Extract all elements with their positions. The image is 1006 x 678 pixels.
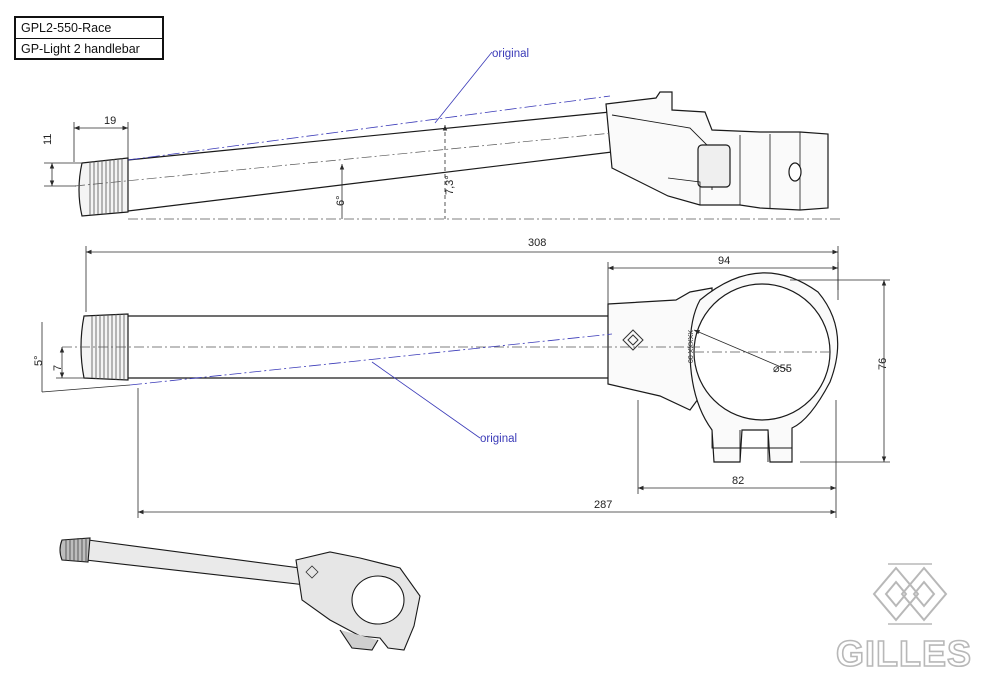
iso-logo-icon	[305, 565, 319, 579]
dim-clamp-diameter	[693, 329, 789, 371]
dim-reach-length-value: 287	[594, 499, 612, 511]
dim-angle-small-value: 5°	[33, 355, 45, 366]
side-view-bar-bottom	[127, 151, 613, 212]
part-number: GPL2-550-Race	[21, 21, 112, 35]
side-view	[78, 91, 829, 217]
dim-reach-length	[137, 388, 837, 518]
part-description: GP-Light 2 handlebar	[16, 38, 162, 59]
clamp-engraving: XXXXX 00	[686, 330, 693, 363]
dim-angle-original-value: 7,3°	[444, 175, 456, 195]
dim-clamp-diameter-value: ⌀55	[773, 363, 792, 375]
dim-clamp-height	[790, 279, 890, 463]
dim-clamp-height-value: 76	[877, 358, 889, 370]
side-view-bar-top	[127, 111, 611, 161]
gilles-emblem-icon	[872, 563, 948, 625]
dim-clamp-width-value: 94	[718, 255, 730, 267]
gilles-logo: GILLES	[835, 563, 972, 675]
dim-offset-small-value: 7	[52, 365, 64, 371]
dim-angle-small	[41, 322, 131, 393]
iso-thread	[59, 537, 91, 563]
dim-clamp-inner-width	[637, 400, 837, 494]
side-view-original-line	[127, 51, 611, 161]
dim-clamp-width	[607, 262, 839, 304]
dim-angle-new-value: 6°	[335, 195, 347, 206]
brand-name: GILLES	[836, 633, 972, 674]
side-view-thread-lines	[89, 158, 123, 215]
original-label-middle: original	[480, 433, 517, 445]
plan-view-original-line	[129, 333, 613, 439]
dim-clamp-inner-width-value: 82	[732, 475, 744, 487]
plan-view: XXXXX 00	[80, 272, 839, 463]
original-label-top: original	[492, 48, 529, 60]
title-block: GPL2-550-Race GP-Light 2 handlebar	[14, 16, 164, 60]
dim-thread-height-value: 11	[42, 134, 54, 145]
dim-thread-length-value: 19	[104, 115, 116, 127]
isometric-view	[59, 537, 421, 651]
dim-thread-height	[44, 162, 82, 187]
dim-thread-length	[73, 122, 129, 162]
side-view-thread	[78, 157, 129, 217]
dim-overall-length-value: 308	[528, 237, 546, 249]
side-view-centerlines	[74, 132, 840, 220]
